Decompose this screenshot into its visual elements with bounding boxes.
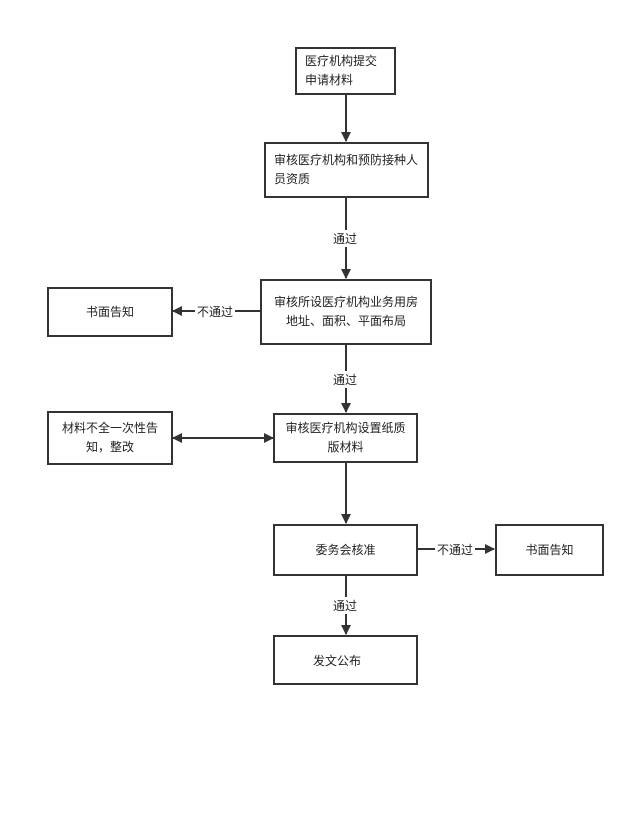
node-publish: 发文公布: [273, 635, 418, 685]
edge-label-pass-2: 通过: [331, 371, 360, 388]
node-review-qualification-text: 审核医疗机构和预防接种人员资质: [274, 153, 419, 186]
node-notify-left-text: 书面告知: [85, 304, 134, 319]
node-notify-right: 书面告知: [495, 524, 604, 576]
node-committee-approval-text: 委务会核准: [315, 542, 376, 557]
node-submit-text: 医疗机构提交申请材料: [305, 54, 378, 87]
node-incomplete-notice: 材料不全一次性告知，整改: [47, 411, 173, 465]
node-committee-approval: 委务会核准: [273, 524, 418, 576]
node-review-paper-materials: 审核医疗机构设置纸质版材料: [273, 413, 418, 463]
node-review-paper-text: 审核医疗机构设置纸质版材料: [285, 421, 406, 454]
node-incomplete-notice-text: 材料不全一次性告知，整改: [61, 421, 158, 454]
node-publish-text: 发文公布: [313, 654, 362, 668]
node-review-premises: 审核所设医疗机构业务用房地址、面积、平面布局: [260, 279, 432, 345]
node-review-premises-text: 审核所设医疗机构业务用房地址、面积、平面布局: [273, 295, 418, 328]
edge-label-fail-right: 不通过: [435, 541, 476, 558]
node-review-qualification: 审核医疗机构和预防接种人员资质: [264, 142, 429, 198]
edge-label-pass-3: 通过: [331, 597, 360, 614]
node-notify-right-text: 书面告知: [525, 542, 574, 557]
node-submit-application: 医疗机构提交申请材料: [295, 47, 396, 95]
edge-label-fail-left: 不通过: [195, 303, 236, 320]
node-notify-left: 书面告知: [47, 287, 173, 337]
edge-label-pass-1: 通过: [331, 230, 360, 247]
